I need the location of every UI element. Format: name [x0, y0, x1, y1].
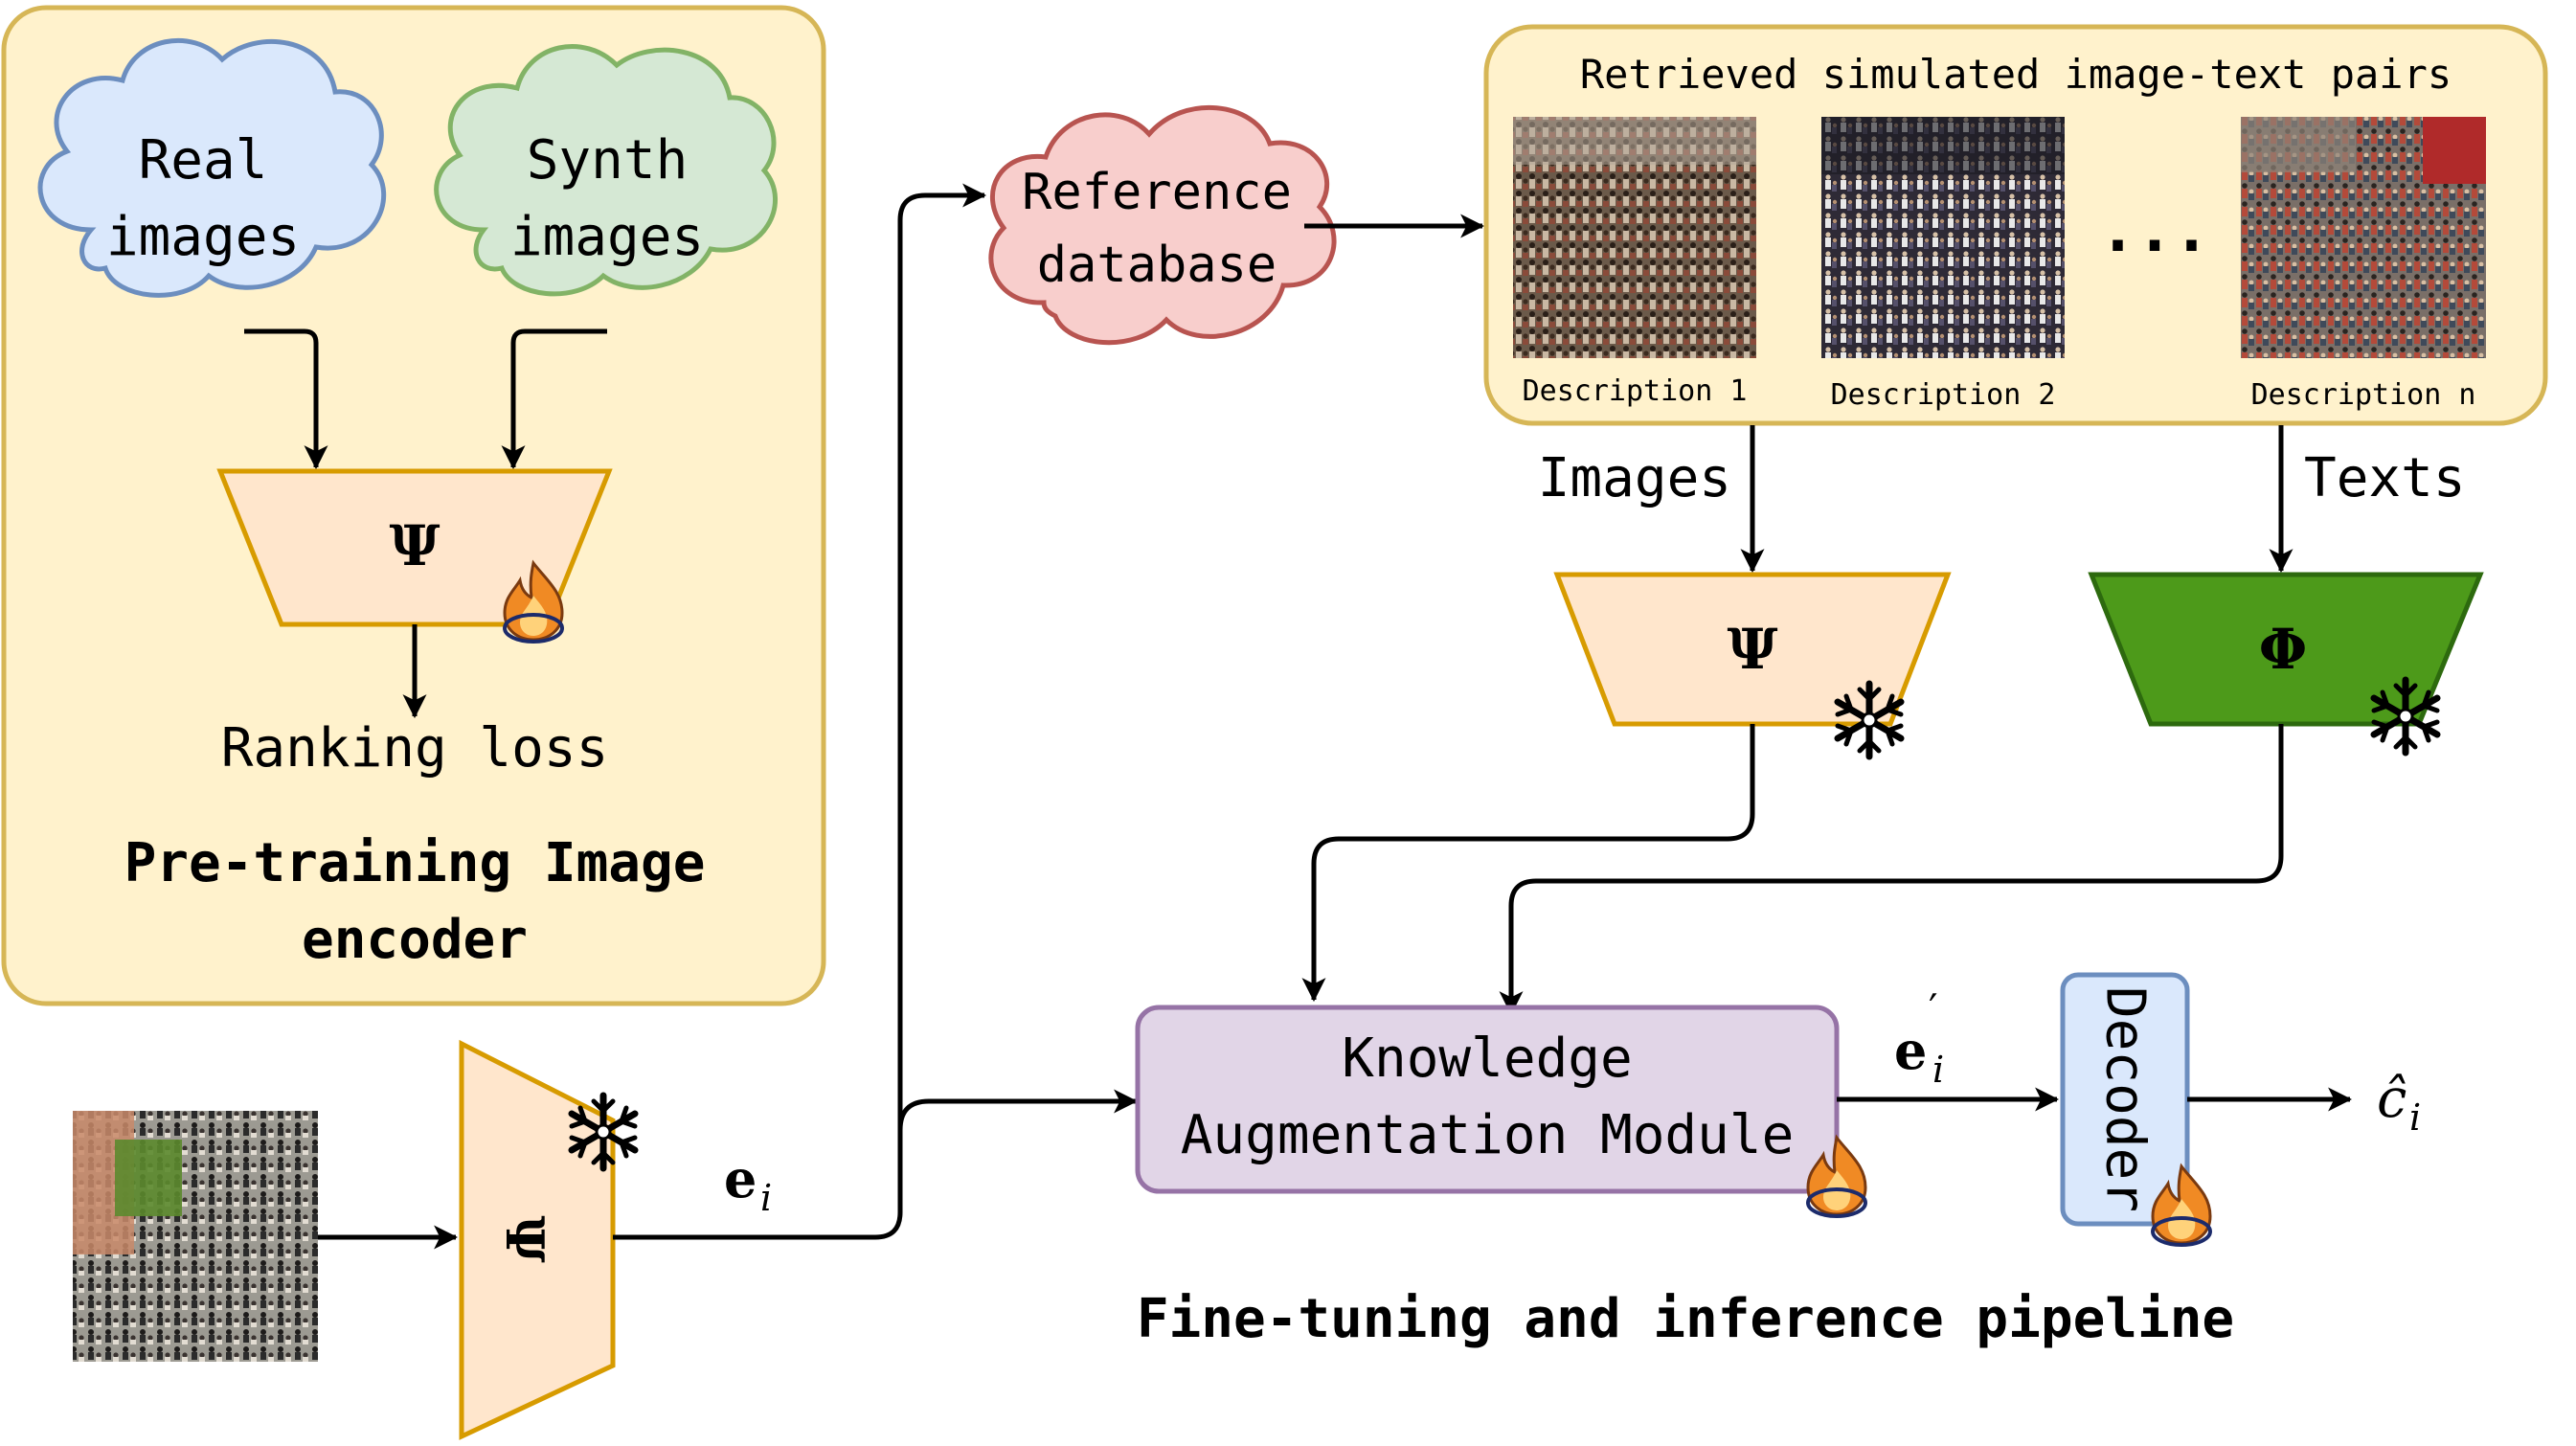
input-image	[73, 1111, 318, 1362]
count-output-subscript: i	[2409, 1096, 2421, 1139]
image-features-to-kam-arrow	[1301, 724, 1755, 1003]
images-label: Images	[1538, 447, 1731, 509]
synth-cloud-line1: Synth	[527, 129, 689, 192]
retrieved-image-n	[2241, 117, 2486, 358]
text-features-to-kam-arrow	[1499, 724, 2284, 1016]
decoder-label: Decoder	[2094, 986, 2157, 1212]
reference-database-cloud: Reference database	[988, 104, 1337, 346]
synth-cloud-line2: images	[510, 206, 704, 268]
augmented-embedding-prime: ′	[1929, 985, 1938, 1032]
retrieved-image-2	[1821, 117, 2065, 358]
text-encoder-phi-symbol: Φ	[2259, 617, 2308, 682]
description-2: Description 2	[1831, 378, 2056, 412]
knowledge-augmentation-module: Knowledge Augmentation Module	[1135, 1005, 1867, 1218]
pretrain-image-encoder: Ψ	[216, 468, 613, 644]
embedding-e-label: e	[724, 1148, 757, 1209]
frozen-image-encoder: Ψ	[1553, 572, 1952, 757]
frozen-text-encoder: Φ	[2088, 572, 2484, 753]
reference-db-line2: database	[1037, 237, 1277, 294]
description-n: Description n	[2251, 378, 2476, 412]
input-image-encoder: Ψ	[459, 1039, 635, 1440]
pretraining-title-line2: encoder	[302, 909, 528, 971]
image-encoder-psi-symbol: Ψ	[1728, 617, 1778, 682]
pipeline-title: Fine-tuning and inference pipeline	[1137, 1288, 2234, 1350]
real-to-encoder-arrow	[244, 328, 328, 470]
real-cloud-line1: Real	[139, 129, 268, 192]
augmented-embedding-label: e	[1894, 1020, 1927, 1081]
kam-line1: Knowledge	[1342, 1028, 1632, 1090]
ranking-loss-label: Ranking loss	[221, 717, 609, 779]
count-output-label: ĉ	[2377, 1068, 2407, 1130]
decoder-block: Decoder	[2060, 972, 2212, 1247]
retrieved-image-1	[1513, 117, 1756, 358]
retrieved-title: Retrieved simulated image-text pairs	[1580, 51, 2452, 98]
texts-label: Texts	[2304, 447, 2466, 509]
retrieved-pairs-panel: Retrieved simulated image-text pairs Des…	[1483, 24, 2548, 426]
encoder-psi-symbol: Ψ	[390, 513, 441, 578]
retrieved-ellipsis: ...	[2099, 195, 2210, 266]
real-images-cloud: Real images	[37, 37, 387, 298]
pretraining-title-line1: Pre-training Image	[124, 832, 706, 894]
synth-to-encoder-arrow	[501, 328, 607, 470]
pretraining-panel: Real images Synth images Ψ Ranking loss …	[1, 5, 826, 1006]
embedding-to-db-arrow	[613, 183, 987, 1240]
reference-db-line1: Reference	[1022, 164, 1292, 221]
synth-images-cloud: Synth images	[434, 44, 778, 297]
real-cloud-line2: images	[106, 206, 300, 268]
input-encoder-psi-symbol: Ψ	[494, 1215, 555, 1262]
embedding-to-kam-arrow	[897, 1089, 1139, 1131]
augmented-embedding-subscript: i	[1932, 1049, 1944, 1091]
embedding-e-subscript: i	[760, 1177, 772, 1219]
description-1: Description 1	[1523, 374, 1748, 408]
kam-line2: Augmentation Module	[1181, 1104, 1795, 1166]
